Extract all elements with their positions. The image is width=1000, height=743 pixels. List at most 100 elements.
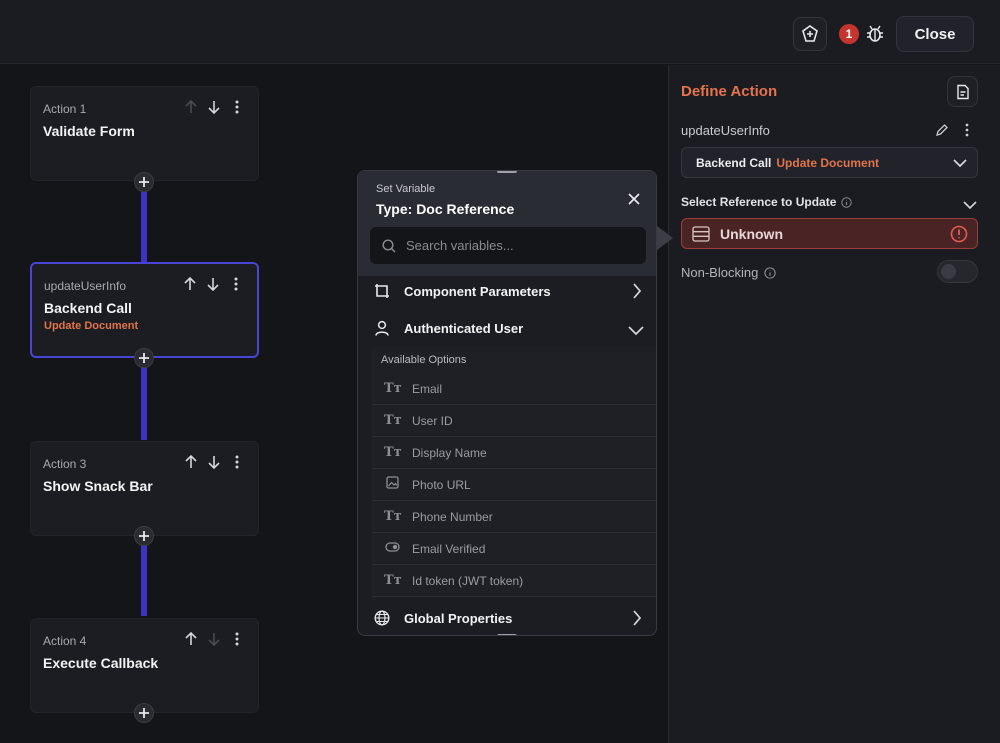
component-parameters-icon <box>375 284 389 298</box>
option-label: User ID <box>412 413 453 428</box>
popup-pointer <box>657 226 673 250</box>
group-global-properties[interactable]: Global Properties <box>358 600 656 635</box>
reference-selector[interactable]: Unknown <box>681 218 978 249</box>
plus-icon <box>139 531 149 541</box>
group-label: Global Properties <box>404 610 513 626</box>
move-down-icon[interactable] <box>205 276 220 292</box>
non-blocking-text: Non-Blocking <box>681 265 759 280</box>
action-card-1[interactable]: Action 1 Validate Form <box>30 86 259 181</box>
action-card-3[interactable]: Action 3 Show Snack Bar <box>30 441 259 536</box>
define-action-panel: Define Action updateUserInfo Backend Cal… <box>668 65 1000 743</box>
group-component-parameters[interactable]: Component Parameters <box>358 273 656 309</box>
select-reference-text: Select Reference to Update <box>681 195 837 209</box>
flow-connector <box>141 367 147 440</box>
option-email-verified[interactable]: Email Verified <box>372 533 656 565</box>
set-variable-popup: Set Variable Type: Doc Reference Compone… <box>357 170 657 636</box>
search-icon <box>382 238 396 253</box>
option-label: Photo URL <box>412 477 471 492</box>
move-up-icon[interactable] <box>183 99 198 115</box>
option-email[interactable]: Tт Email <box>372 373 656 405</box>
search-variables-input[interactable] <box>406 238 636 253</box>
more-options-icon[interactable] <box>229 631 244 647</box>
action-type-dropdown[interactable]: Backend Call Update Document <box>681 147 978 178</box>
option-photo-url[interactable]: Photo URL <box>372 469 656 501</box>
popup-header: Set Variable Type: Doc Reference <box>358 171 656 276</box>
action-subtitle: Action 4 <box>43 634 87 648</box>
option-label: Phone Number <box>412 509 493 524</box>
text-type-icon: Tт <box>384 509 402 524</box>
action-card-4[interactable]: Action 4 Execute Callback <box>30 618 259 713</box>
non-blocking-toggle[interactable] <box>937 260 978 283</box>
move-up-icon[interactable] <box>183 454 198 470</box>
action-name: updateUserInfo <box>681 123 770 138</box>
flow-connector <box>141 543 147 616</box>
plus-icon <box>139 708 149 718</box>
note-icon <box>956 84 969 99</box>
action-subtitle: Action 3 <box>43 457 87 471</box>
toggle-icon <box>384 541 400 556</box>
warning-icon <box>950 225 968 248</box>
available-options-list: Available Options Tт Email Tт User ID Tт… <box>372 347 656 598</box>
move-down-icon[interactable] <box>206 631 221 647</box>
option-phone-number[interactable]: Tт Phone Number <box>372 501 656 533</box>
more-options-icon[interactable] <box>228 276 243 292</box>
action-title: Validate Form <box>43 123 135 139</box>
action-title: Backend Call <box>44 300 132 316</box>
edit-pencil-icon[interactable] <box>935 123 949 142</box>
popup-title: Type: Doc Reference <box>376 201 515 217</box>
dropdown-value: Update Document <box>776 155 880 170</box>
image-icon <box>384 476 400 493</box>
text-type-icon: Tт <box>384 573 402 588</box>
option-display-name[interactable]: Tт Display Name <box>372 437 656 469</box>
action-subtitle: updateUserInfo <box>44 279 127 293</box>
add-action-button[interactable] <box>134 172 154 192</box>
text-type-icon: Tт <box>384 413 402 428</box>
group-authenticated-user[interactable]: Authenticated User <box>358 310 656 346</box>
close-icon[interactable] <box>628 192 640 210</box>
globe-icon <box>374 610 390 626</box>
add-action-button[interactable] <box>134 526 154 546</box>
chevron-down-icon[interactable] <box>963 197 977 215</box>
group-label: Component Parameters <box>404 283 551 299</box>
text-type-icon: Tт <box>384 445 402 460</box>
group-label: Authenticated User <box>404 320 524 336</box>
resize-handle[interactable] <box>497 171 517 173</box>
chevron-right-icon <box>632 610 642 631</box>
move-down-icon[interactable] <box>206 99 221 115</box>
add-action-button[interactable] <box>134 348 154 368</box>
flutter-logo-button[interactable] <box>793 17 827 51</box>
search-variables-box <box>370 227 646 264</box>
option-label: Email <box>412 381 443 396</box>
more-options-icon[interactable] <box>229 454 244 470</box>
move-up-icon[interactable] <box>182 276 197 292</box>
text-type-icon: Tт <box>384 381 402 396</box>
move-down-icon[interactable] <box>206 454 221 470</box>
option-user-id[interactable]: Tт User ID <box>372 405 656 437</box>
top-bar: 1 Close <box>0 0 1000 64</box>
option-label: Email Verified <box>412 541 486 556</box>
action-notes-button[interactable] <box>947 76 978 107</box>
action-title: Show Snack Bar <box>43 478 153 494</box>
option-label: Display Name <box>412 445 487 460</box>
option-label: Id token (JWT token) <box>412 573 524 588</box>
user-icon <box>375 320 389 336</box>
add-action-button[interactable] <box>134 703 154 723</box>
errors-button[interactable]: 1 <box>836 17 888 51</box>
non-blocking-label: Non-Blocking <box>681 265 777 280</box>
option-id-token[interactable]: Tт Id token (JWT token) <box>372 565 656 597</box>
action-title: Execute Callback <box>43 655 159 671</box>
more-options-icon[interactable] <box>229 99 244 115</box>
database-icon <box>692 225 710 242</box>
action-card-2[interactable]: updateUserInfo Backend Call Update Docum… <box>30 262 259 358</box>
plus-icon <box>139 177 149 187</box>
info-icon <box>841 196 853 208</box>
move-up-icon[interactable] <box>183 631 198 647</box>
toggle-knob <box>941 264 956 279</box>
chevron-down-icon <box>953 157 967 171</box>
available-options-label: Available Options <box>381 354 467 366</box>
close-button[interactable]: Close <box>896 16 974 52</box>
plus-icon <box>139 353 149 363</box>
more-options-icon[interactable] <box>965 123 969 142</box>
resize-handle[interactable] <box>497 634 517 635</box>
action-tag: Update Document <box>44 320 139 332</box>
